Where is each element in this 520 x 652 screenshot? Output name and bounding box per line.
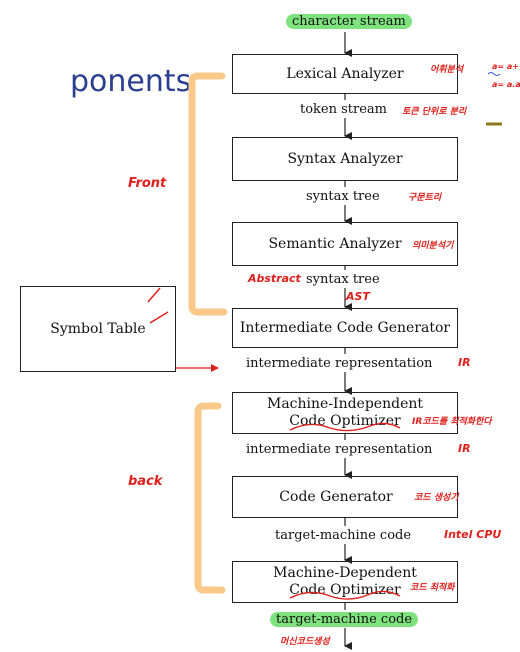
corner-note-1: a= a+ — [492, 62, 519, 71]
front-bracket — [188, 72, 228, 316]
codegen-note: 코드 생성기 — [414, 493, 459, 503]
lexical-note: 어휘분석 — [430, 65, 464, 75]
mi-opt-line2: Code Optimizer — [289, 413, 401, 429]
mi-opt-line1: Machine-Independent — [267, 396, 423, 412]
abstract-note: Abstract — [248, 272, 301, 285]
front-label: Front — [128, 176, 167, 191]
syntax-tree-label-1: syntax tree — [306, 189, 380, 204]
intel-cpu-note: Intel CPU — [444, 528, 502, 541]
corner-note-2: a= a.a — [492, 80, 520, 89]
ir-note-1: IR — [458, 356, 471, 369]
corner-squiggle — [487, 72, 501, 76]
md-opt-line2: Code Optimizer — [289, 582, 401, 598]
code-generator-box: Code Generator — [232, 476, 458, 518]
back-label: back — [128, 474, 163, 489]
syntax-tree-note: 구문트리 — [408, 193, 442, 203]
ast-note: AST — [346, 290, 370, 303]
target-code-label-1: target-machine code — [275, 528, 412, 543]
input-label: character stream — [286, 14, 412, 29]
semantic-analyzer-label: Semantic Analyzer — [268, 236, 402, 252]
semantic-note: 의미분석기 — [412, 241, 454, 251]
token-stream-label: token stream — [300, 102, 388, 117]
intermediate-code-generator-box: Intermediate Code Generator — [232, 308, 458, 348]
code-generator-label: Code Generator — [279, 489, 393, 505]
lexical-analyzer-box: Lexical Analyzer — [232, 54, 458, 94]
syntax-analyzer-box: Syntax Analyzer — [232, 137, 458, 181]
md-opt-note: 코드 최적화 — [410, 583, 455, 593]
back-bracket — [194, 402, 226, 594]
ir-label-1: intermediate representation — [246, 356, 433, 371]
output-label-text: target-machine code — [270, 612, 419, 627]
machine-independent-optimizer-box: Machine-Independent Code Optimizer — [232, 392, 458, 434]
input-label-text: character stream — [286, 14, 412, 29]
symbol-table-box: Symbol Table — [20, 286, 176, 372]
slide-title-fragment: ponents — [70, 64, 192, 99]
semantic-analyzer-box: Semantic Analyzer — [232, 222, 458, 266]
output-label: target-machine code — [270, 612, 419, 627]
md-opt-line1: Machine-Dependent — [273, 565, 417, 581]
mi-opt-note: IR코드를 최적화한다 — [412, 417, 492, 427]
token-note: 토큰 단위로 분리 — [402, 107, 467, 117]
ir-note-2: IR — [458, 442, 471, 455]
syntax-tree-label-2: syntax tree — [306, 272, 380, 287]
machine-code-note: 머신코드생성 — [280, 637, 330, 647]
ir-label-2: intermediate representation — [246, 442, 433, 457]
